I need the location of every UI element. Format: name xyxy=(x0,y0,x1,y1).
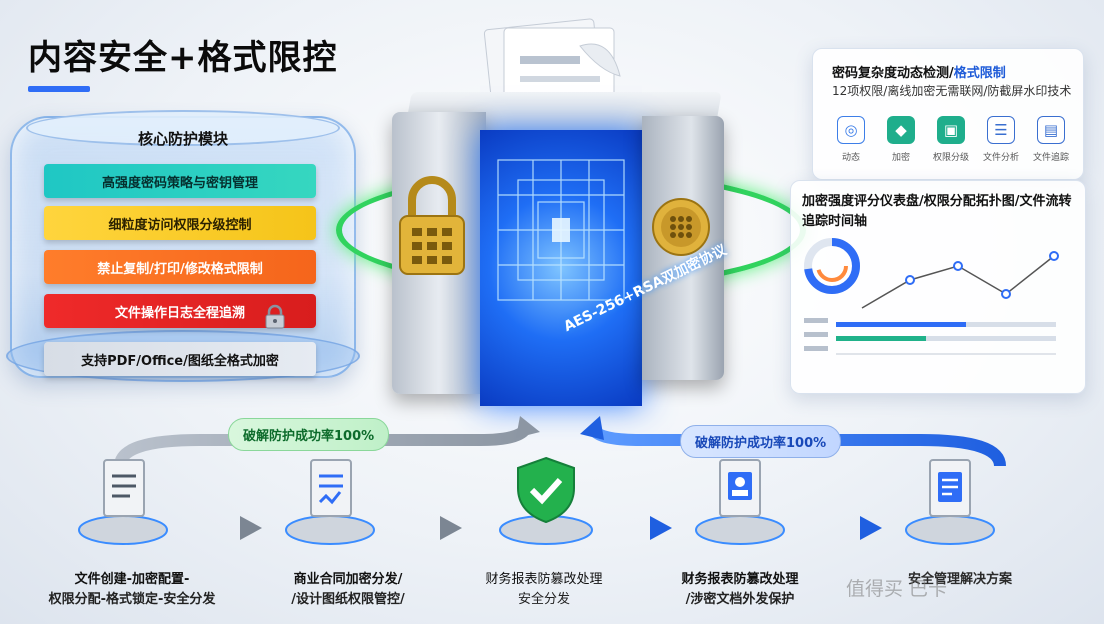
keypad-lock-icon xyxy=(652,198,710,256)
wifi-shield-icon: ◎ xyxy=(837,116,865,144)
feature-encrypt[interactable]: ◆ 加密 xyxy=(878,116,924,163)
feature-icon-row: ◎ 动态 ◆ 加密 ▣ 权限分级 ☰ 文件分析 ▤ 文件追踪 xyxy=(828,116,1074,163)
document-icon: ☰ xyxy=(987,116,1015,144)
detection-panel-title: 密码复杂度动态检测/格式限制 xyxy=(832,66,1006,81)
feature-analysis[interactable]: ☰ 文件分析 xyxy=(978,116,1024,163)
layer-format-support: 支持PDF/Office/图纸全格式加密 xyxy=(44,342,316,376)
stage-caption-2: 商业合同加密分发//设计图纸权限管控/ xyxy=(291,572,405,607)
shield-icon: ◆ xyxy=(887,116,915,144)
stage-caption-4: 财务报表防篡改处理/涉密文档外发保护 xyxy=(681,572,799,607)
success-rate-badge-right: 破解防护成功率100% xyxy=(680,425,842,458)
feature-tracking[interactable]: ▤ 文件追踪 xyxy=(1028,116,1074,163)
gold-padlock-icon xyxy=(399,176,465,275)
feature-dynamic[interactable]: ◎ 动态 xyxy=(828,116,874,163)
layer-copy-print-restriction: 禁止复制/打印/修改格式限制 xyxy=(44,250,316,284)
core-module-title: 核心防护模块 xyxy=(137,130,228,148)
success-rate-badge-left: 破解防护成功率100% xyxy=(228,418,390,451)
layer-access-control: 细粒度访问权限分级控制 xyxy=(44,206,316,240)
detection-panel xyxy=(812,48,1084,180)
dashboard-graphics xyxy=(804,238,1059,355)
title-underline xyxy=(28,86,90,92)
layer-password-policy: 高强度密码策略与密钥管理 xyxy=(44,164,316,198)
tracking-icon: ▤ xyxy=(1037,116,1065,144)
stage-caption-3: 财务报表防篡改处理安全分发 xyxy=(485,572,603,607)
watermark: 值得买 巴卡 xyxy=(846,578,948,600)
feature-permission[interactable]: ▣ 权限分级 xyxy=(928,116,974,163)
encryption-grid-icon xyxy=(497,159,625,301)
dashboard-panel-title: 加密强度评分仪表盘/权限分配拓扑图/文件流转追踪时间轴 xyxy=(802,194,1072,229)
permission-icon: ▣ xyxy=(937,116,965,144)
stage-caption-5: 安全管理解决方案 xyxy=(907,572,1012,587)
glass-container-top xyxy=(26,110,340,146)
padlock-icon xyxy=(265,304,285,329)
stage-caption-1: 文件创建-加密配置-权限分配-格式锁定-安全分发 xyxy=(48,572,216,607)
workflow-track xyxy=(70,416,1030,545)
layer-operation-log: 文件操作日志全程追溯 xyxy=(44,294,316,328)
page-title: 内容安全+格式限控 xyxy=(28,38,338,78)
detection-panel-subtitle: 12项权限/离线加密无需联网/防截屏水印技术 xyxy=(832,84,1072,98)
